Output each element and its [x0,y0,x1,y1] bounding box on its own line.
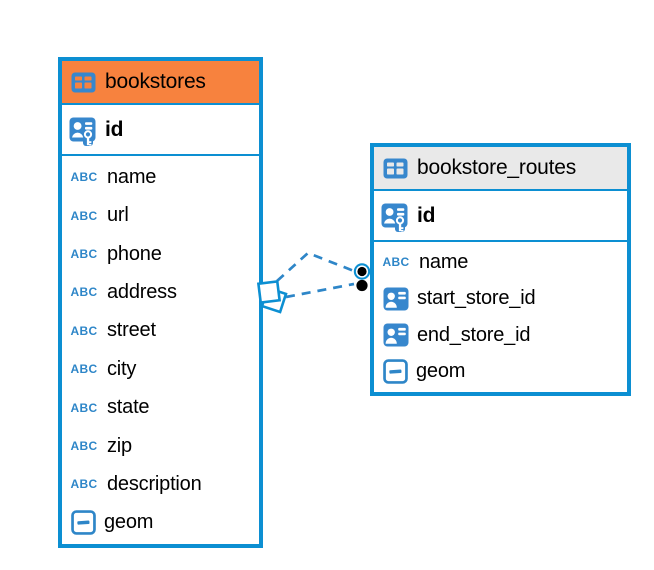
column-name: start_store_id [417,287,536,310]
column-row-url[interactable]: ABC url [62,196,259,234]
column-row-city[interactable]: ABC city [62,350,259,388]
column-name: end_store_id [417,323,531,346]
entity-header[interactable]: bookstores [62,61,259,105]
column-name: address [107,280,177,303]
relationship-line-lower[interactable] [285,282,355,299]
column-name: geom [104,511,154,534]
primary-key-icon [69,117,97,147]
text-type-icon: ABC [70,400,98,415]
text-type-icon: ABC [70,285,98,300]
geometry-type-icon [383,359,408,384]
text-type-icon: ABC [382,255,410,270]
column-name: zip [107,434,132,457]
column-row-state[interactable]: ABC state [62,388,259,426]
text-type-icon: ABC [70,208,98,223]
column-row-start-store-id[interactable]: start_store_id [374,281,627,318]
column-list: ABC name start_store_id end_store_id geo… [374,242,627,392]
foreign-key-icon [383,287,409,311]
column-row-geom[interactable]: geom [374,354,627,391]
column-row-name[interactable]: ABC name [374,244,627,281]
column-row-id[interactable]: id [62,105,259,156]
column-name: url [107,204,129,227]
many-side-dot-marker [353,263,371,292]
text-type-icon: ABC [70,323,98,338]
entity-header[interactable]: bookstore_routes [374,147,627,191]
column-name: name [419,250,469,273]
column-name: street [107,319,156,342]
relationship-line-upper[interactable] [276,251,355,283]
entity-title: bookstore_routes [417,156,577,179]
column-row-end-store-id[interactable]: end_store_id [374,317,627,354]
column-list: ABC name ABC url ABC phone ABC address A… [62,156,259,544]
column-name: name [107,165,157,188]
entity-bookstore-routes[interactable]: bookstore_routes id ABC name start_store… [370,143,631,396]
column-name: geom [416,360,466,383]
table-icon [71,72,96,93]
text-type-icon: ABC [70,439,98,454]
column-row-phone[interactable]: ABC phone [62,235,259,273]
geometry-type-icon [71,510,96,535]
column-name: id [105,117,124,141]
column-row-geom[interactable]: geom [62,504,259,542]
table-icon [383,158,408,179]
column-name: city [107,357,137,380]
column-row-street[interactable]: ABC street [62,312,259,350]
foreign-key-icon [383,323,409,347]
text-type-icon: ABC [70,477,98,492]
column-name: description [107,472,202,495]
text-type-icon: ABC [70,362,98,377]
column-row-description[interactable]: ABC description [62,465,259,503]
column-row-name[interactable]: ABC name [62,158,259,196]
column-row-address[interactable]: ABC address [62,273,259,311]
entity-title: bookstores [105,70,206,93]
column-name: state [107,396,150,419]
entity-bookstores[interactable]: bookstores id ABC name ABC url ABC phone… [58,57,263,548]
column-row-id[interactable]: id [374,191,627,242]
column-name: phone [107,242,162,265]
primary-key-icon [381,203,409,233]
column-row-zip[interactable]: ABC zip [62,427,259,465]
column-name: id [417,203,436,227]
text-type-icon: ABC [70,247,98,262]
text-type-icon: ABC [70,170,98,185]
